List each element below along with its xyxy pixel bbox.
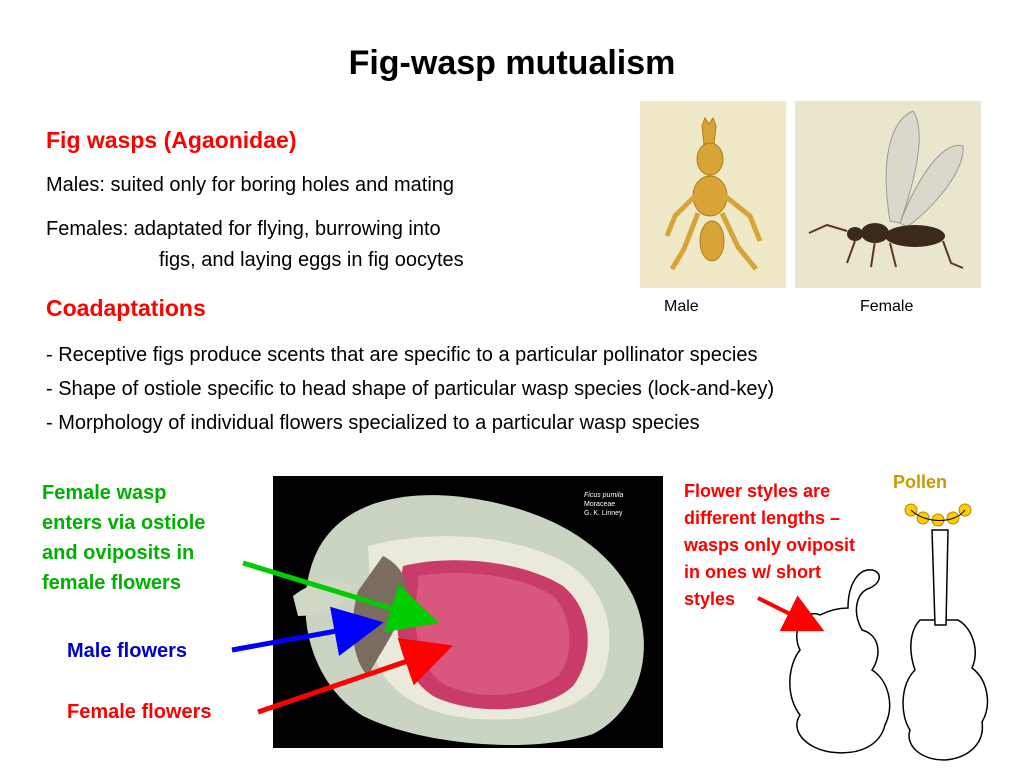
fig-wasps-heading: Fig wasps (Agaonidae): [46, 127, 297, 153]
blue-arrow: [231, 606, 384, 656]
female-wasp-label-line2: enters via ostiole: [42, 512, 206, 534]
male-caption: Male: [664, 298, 699, 315]
bullet-ostiole: - Shape of ostiole specific to head shap…: [46, 378, 775, 400]
styles-label-line4: in ones w/ short: [684, 562, 822, 582]
styles-label-line5: styles: [684, 589, 736, 609]
female-caption: Female: [860, 298, 914, 315]
bullet-scents: - Receptive figs produce scents that are…: [46, 344, 758, 366]
credit-author: G. K. Linney: [584, 510, 623, 517]
flower-styles-label: Flower styles are different lengths – wa…: [684, 478, 855, 613]
slide-title: Fig-wasp mutualism: [348, 44, 676, 82]
coadaptations-heading: Coadaptations: [46, 295, 206, 321]
male-flowers-label: Male flowers: [67, 640, 188, 662]
females-description-line1: Females: adaptated for flying, burrowing…: [46, 218, 441, 240]
females-description-line2: figs, and laying eggs in fig oocytes: [159, 249, 464, 271]
female-wasp-photo: [795, 101, 981, 288]
males-description: Males: suited only for boring holes and …: [46, 174, 455, 196]
fig-photo-credit: Ficus pumila Moraceae G. K. Linney: [584, 491, 623, 518]
red-arrow-female-flowers: [257, 638, 453, 715]
bullet-morphology: - Morphology of individual flowers speci…: [46, 412, 700, 434]
female-wasp-label-line3: and oviposits in: [42, 542, 195, 564]
female-flowers-label: Female flowers: [67, 701, 212, 723]
male-wasp-photo: [640, 101, 786, 288]
styles-label-line3: wasps only oviposit: [684, 535, 856, 555]
female-wasp-label-line1: Female wasp: [42, 482, 167, 504]
credit-family: Moraceae: [584, 501, 616, 508]
styles-label-line1: Flower styles are: [684, 481, 831, 501]
styles-label-line2: different lengths –: [684, 508, 841, 528]
pollen-label: Pollen: [893, 472, 948, 492]
credit-species: Ficus pumila: [584, 492, 624, 499]
female-wasp-label-line4: female flowers: [42, 572, 181, 594]
female-wasp-label: Female wasp enters via ostiole and ovipo…: [42, 478, 205, 598]
green-arrow: [242, 560, 440, 633]
red-arrow-short-style: [757, 595, 825, 632]
